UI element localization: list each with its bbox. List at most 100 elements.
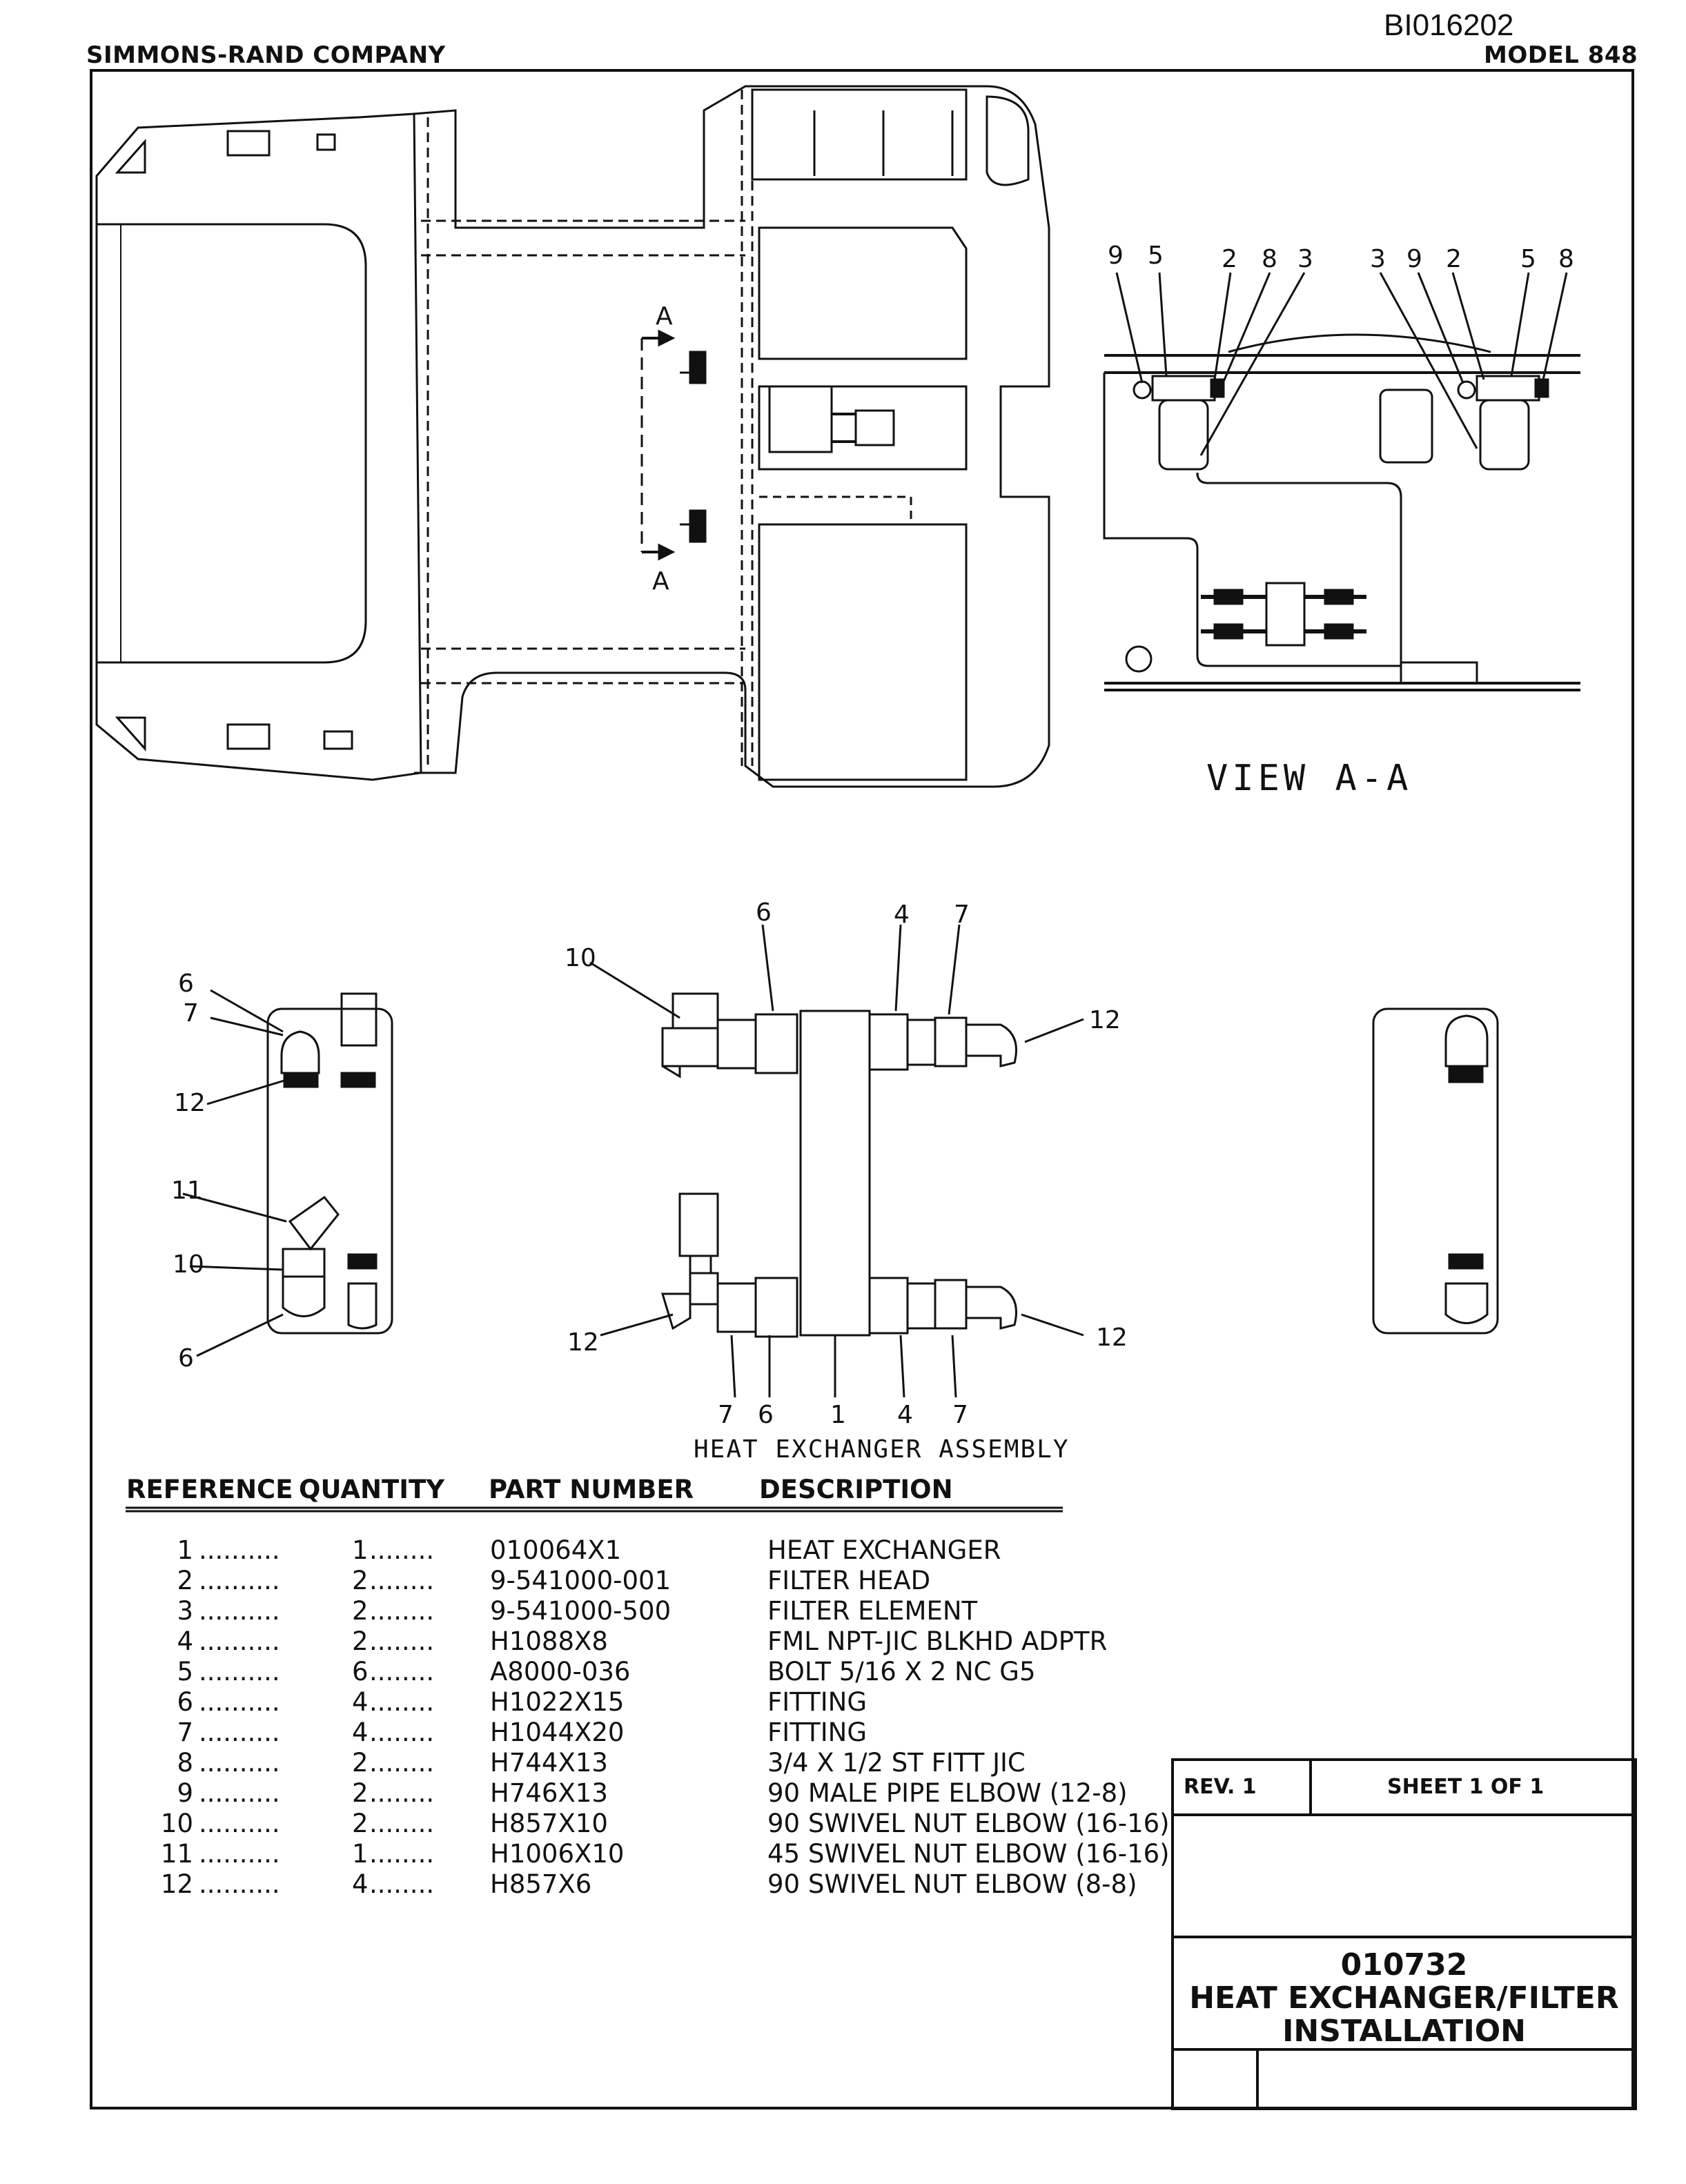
asm-callout-top-1: 10: [565, 944, 596, 972]
title-block-rule-4: [1171, 2048, 1637, 2051]
qty-cell: 1: [352, 1535, 369, 1565]
ref-cell: 5: [177, 1657, 193, 1686]
description-cell: 3/4 X 1/2 ST FITT JIC: [767, 1748, 1026, 1778]
qty-cell: 2: [352, 1626, 369, 1656]
section-marker-bottom: A: [652, 567, 669, 596]
model-label: MODEL 848: [1484, 41, 1638, 69]
description-cell: FML NPT-JIC BLKHD ADPTR: [767, 1626, 1108, 1656]
part-number-cell: H857X10: [490, 1809, 608, 1838]
col-header-description: DESCRIPTION: [759, 1475, 953, 1504]
left-detail-callout-1: 6: [178, 970, 194, 998]
ref-cell: 10: [160, 1809, 193, 1838]
qty-cell: 1: [352, 1839, 369, 1869]
asm-callout-bottom-6: 7: [952, 1401, 968, 1429]
asm-callout-bottom-7: 12: [1096, 1324, 1128, 1352]
asm-callout-top-2: 6: [756, 898, 772, 927]
description-cell: FITTING: [767, 1718, 867, 1747]
asm-callout-bottom-1: 12: [567, 1328, 599, 1357]
part-number-cell: H857X6: [490, 1869, 592, 1899]
title-block-rule-5: [1256, 2049, 1259, 2110]
qty-cell: 2: [352, 1809, 369, 1838]
document-id: BI016202: [1384, 8, 1514, 42]
view-aa-callout-l4: 8: [1262, 245, 1277, 273]
part-number-cell: 9-541000-500: [490, 1596, 672, 1626]
assembly-title: HEAT EXCHANGER ASSEMBLY: [694, 1435, 1070, 1464]
view-aa-callout-l2: 5: [1148, 242, 1164, 270]
revision-label: REV. 1: [1184, 1775, 1257, 1799]
part-number-cell: 9-541000-001: [490, 1566, 672, 1595]
description-cell: BOLT 5/16 X 2 NC G5: [767, 1657, 1036, 1686]
description-cell: 90 SWIVEL NUT ELBOW (16-16): [767, 1809, 1170, 1838]
col-header-part-number: PART NUMBER: [489, 1475, 694, 1504]
view-aa-callout-l1: 9: [1108, 242, 1124, 270]
drawing-frame: [90, 69, 1634, 2109]
qty-cell: 4: [352, 1687, 369, 1717]
qty-cell: 2: [352, 1778, 369, 1808]
drawing-number: 010732: [1340, 1947, 1468, 1983]
left-detail-callout-4: 11: [171, 1177, 203, 1205]
asm-callout-bottom-5: 4: [897, 1401, 913, 1429]
section-marker-top: A: [656, 302, 673, 331]
view-aa-callout-r4: 5: [1520, 245, 1536, 273]
description-cell: FITTING: [767, 1687, 867, 1717]
description-cell: 90 MALE PIPE ELBOW (12-8): [767, 1778, 1128, 1808]
qty-cell: 6: [352, 1657, 369, 1686]
left-detail-callout-6: 6: [178, 1344, 194, 1373]
col-header-reference: REFERENCE: [126, 1475, 293, 1504]
description-cell: FILTER HEAD: [767, 1566, 931, 1595]
ref-cell: 12: [160, 1869, 193, 1899]
title-block-rule-3: [1171, 1936, 1637, 1938]
view-aa-callout-l3: 2: [1222, 245, 1237, 273]
part-number-cell: H744X13: [490, 1748, 608, 1778]
ref-cell: 6: [177, 1687, 193, 1717]
view-aa-callout-l5: 3: [1297, 245, 1313, 273]
left-detail-callout-5: 10: [173, 1250, 204, 1279]
part-number-cell: A8000-036: [490, 1657, 631, 1686]
view-aa-callout-r2: 9: [1406, 245, 1422, 273]
ref-cell: 11: [160, 1839, 193, 1869]
ref-cell: 4: [177, 1626, 193, 1656]
qty-cell: 2: [352, 1566, 369, 1595]
qty-cell: 4: [352, 1869, 369, 1899]
qty-cell: 2: [352, 1748, 369, 1778]
part-number-cell: H1044X20: [490, 1718, 625, 1747]
title-block-rule-2: [1309, 1758, 1312, 1815]
part-number-cell: 010064X1: [490, 1535, 622, 1565]
left-detail-callout-2: 7: [183, 999, 199, 1027]
title-block: [1171, 1758, 1637, 2110]
ref-cell: 9: [177, 1778, 193, 1808]
view-aa-callout-r5: 8: [1558, 245, 1574, 273]
sheet-label: SHEET 1 OF 1: [1387, 1775, 1545, 1799]
part-number-cell: H1006X10: [490, 1839, 625, 1869]
asm-callout-top-5: 12: [1089, 1006, 1121, 1034]
drawing-title-line-2: INSTALLATION: [1282, 2014, 1526, 2049]
view-aa-callout-r1: 3: [1370, 245, 1386, 273]
part-number-cell: H1088X8: [490, 1626, 608, 1656]
heat-exchanger-assembly-drawing: [589, 924, 1084, 1398]
description-cell: 90 SWIVEL NUT ELBOW (8-8): [767, 1869, 1137, 1899]
ref-cell: 2: [177, 1566, 193, 1595]
view-aa-drawing: [1103, 272, 1580, 691]
chassis-top-view: [95, 85, 1050, 788]
left-plate-detail: [182, 989, 393, 1357]
ref-cell: 1: [177, 1535, 193, 1565]
drawing-title-line-1: HEAT EXCHANGER/FILTER: [1189, 1980, 1619, 2016]
description-cell: 45 SWIVEL NUT ELBOW (16-16): [767, 1839, 1170, 1869]
part-number-cell: H746X13: [490, 1778, 608, 1808]
asm-callout-bottom-3: 6: [758, 1401, 774, 1429]
ref-cell: 3: [177, 1596, 193, 1626]
view-aa-callout-r3: 2: [1446, 245, 1462, 273]
left-detail-callout-3: 12: [174, 1089, 206, 1117]
description-cell: HEAT EXCHANGER: [767, 1535, 1001, 1565]
asm-callout-bottom-4: 1: [830, 1401, 846, 1429]
ref-cell: 7: [177, 1718, 193, 1747]
title-block-rule-1: [1171, 1813, 1637, 1816]
table-header-rule: [126, 1506, 1063, 1513]
ref-cell: 8: [177, 1748, 193, 1778]
right-plate-detail: [1372, 1007, 1499, 1335]
description-cell: FILTER ELEMENT: [767, 1596, 978, 1626]
view-aa-title: VIEW A-A: [1206, 758, 1413, 799]
qty-cell: 4: [352, 1718, 369, 1747]
part-number-cell: H1022X15: [490, 1687, 625, 1717]
